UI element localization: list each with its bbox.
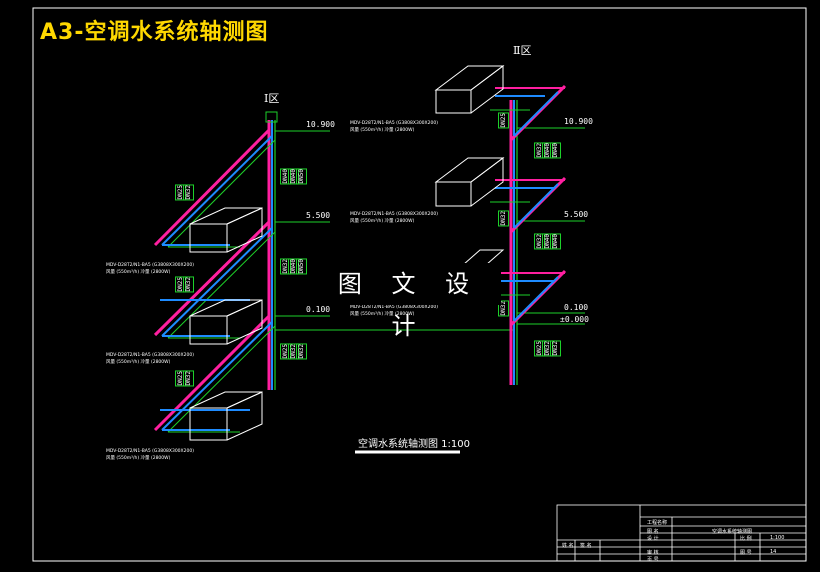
unit-label-right-low-1: MDV-D28T2/N1-BA5 (G3808X300X200) [350, 305, 438, 311]
unit-label-left-top-1: MDV-D28T2/N1-BA5 (G3808X300X200) [106, 263, 194, 268]
title-block-grid [556, 504, 807, 562]
elevation-left-top: 10.900 [306, 120, 335, 129]
zone-1-label: Ⅰ区 [264, 92, 280, 105]
unit-label-right-mid-2: 风量 (550m³/h) 冷量 (2800W) [350, 219, 415, 224]
unit-label-right-low-2: 风量 (550m³/h) 冷量 (2800W) [350, 312, 415, 317]
elevation-left-mid: 5.500 [306, 211, 331, 220]
tb-no-label: 图 号 [740, 550, 752, 556]
tb-name-label: 姓 名 [562, 543, 574, 549]
dn-branch-left-c2: DN32 [183, 370, 194, 387]
dn-left-b3: DN50 [296, 258, 307, 275]
drawing-frame [32, 7, 807, 562]
elevation-right-base: ±0.000 [560, 315, 589, 324]
dn-branch-left-a2: DN32 [183, 184, 194, 201]
diagram-caption: 空调水系统轴测图 1:100 [358, 439, 470, 450]
dn-right-c3: DN32 [550, 340, 561, 357]
tb-design-label: 设 计 [647, 536, 659, 542]
dn-r-stack-a: DN25 [498, 112, 509, 129]
watermark-banner: 图 文 设 计 [317, 263, 501, 340]
dn-right-b3: DN40 [550, 233, 561, 250]
unit-label-right-top-2: 风量 (550m³/h) 冷量 (2800W) [350, 128, 415, 133]
zone-2-riser [509, 100, 518, 385]
zone-2-unit-top [434, 65, 505, 114]
unit-label-right-mid-1: MDV-D28T2/N1-BA5 (G3808X300X200) [350, 212, 438, 217]
elevation-right-mid: 5.500 [564, 210, 589, 219]
unit-label-right-top-1: MDV-D28T2/N1-BA5 (G3808X300X200) [350, 121, 438, 126]
zone-1-branch-top [153, 128, 276, 248]
tb-scale: 1:100 [770, 535, 785, 541]
drawing-title: A3-空调水系统轴测图 [40, 20, 269, 45]
unit-label-left-mid-2: 风量 (550m³/h) 冷量 (2800W) [106, 360, 171, 365]
dn-left-c3: DN32 [296, 343, 307, 360]
elevation-right-low: 0.100 [564, 303, 589, 312]
dn-r-stack-b: DN32 [498, 210, 509, 227]
tb-sign-label: 签 名 [580, 543, 592, 549]
elevation-right-top: 10.900 [564, 117, 593, 126]
zone-1-riser [265, 111, 278, 390]
unit-label-left-mid-1: MDV-D28T2/N1-BA5 (G3808X300X200) [106, 353, 194, 358]
zone-2-branch-mid [490, 176, 567, 234]
zone-1-unit-low [189, 391, 263, 441]
zone-2-label: Ⅱ区 [513, 44, 532, 57]
unit-label-left-low-2: 风量 (550m³/h) 冷量 (2800W) [106, 456, 171, 461]
unit-label-left-top-2: 风量 (550m³/h) 冷量 (2800W) [106, 270, 171, 275]
zone-2-unit-mid [434, 157, 505, 207]
zone-2-branch-low [490, 269, 567, 327]
zone-1-branch-low [153, 314, 276, 433]
dn-branch-left-b2: DN32 [183, 276, 194, 293]
tb-no: 14 [770, 549, 777, 555]
tb-project-label: 工程名称 [647, 520, 668, 526]
tb-drawing-name-label: 图 名 [647, 529, 659, 535]
zone-1-unit-mid [189, 299, 263, 345]
tb-scale-label: 比 例 [740, 536, 752, 542]
unit-label-left-low-1: MDV-D28T2/N1-BA5 (G3808X300X200) [106, 449, 194, 454]
dn-left-a3: DN50 [296, 168, 307, 185]
tb-drawing-name: 空调水系统轴测图 [712, 529, 753, 535]
zone-1-unit-top [189, 207, 263, 253]
dn-right-a3: DN40 [550, 142, 561, 159]
tb-check-label: 审 核 [647, 550, 659, 556]
zone-1-branch-mid [153, 220, 276, 339]
zone-2-branch-top [490, 84, 567, 142]
elevation-left-low: 0.100 [306, 305, 331, 314]
tb-pages-label: 页 号 [647, 557, 659, 563]
